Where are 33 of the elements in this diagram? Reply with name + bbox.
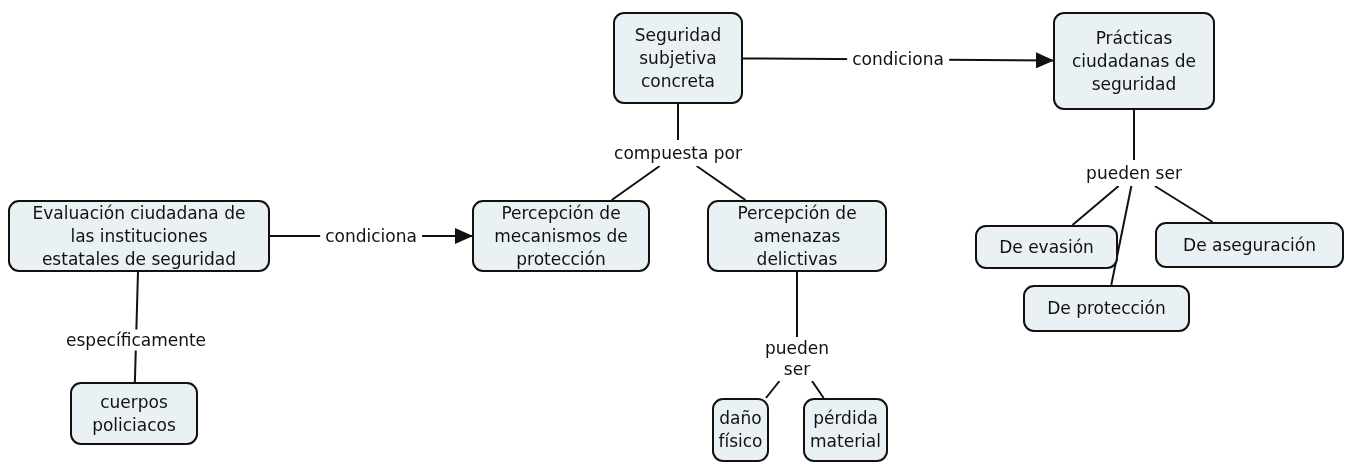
concept-box <box>712 398 769 462</box>
concept-box <box>803 398 888 462</box>
concept-text: daño físico <box>718 407 763 453</box>
concept-box <box>1053 12 1215 110</box>
connector-line <box>1110 185 1133 286</box>
concept-box <box>1023 285 1190 332</box>
concept-box <box>1155 222 1344 268</box>
linking-phrase: pueden ser <box>764 337 830 381</box>
concept-box <box>472 200 650 272</box>
concept-text: Seguridad subjetiva concreta <box>633 23 723 93</box>
concept-box <box>8 200 270 272</box>
concept-text: De protección <box>1047 297 1166 320</box>
connector-line <box>796 271 798 338</box>
concept-text: Prácticas ciudadanas de seguridad <box>1071 26 1197 96</box>
connector-line <box>610 165 661 201</box>
concept-box <box>70 382 198 445</box>
connector-line <box>764 380 781 399</box>
concept-text: pérdida material <box>810 407 881 453</box>
concept-text: Percepción de mecanismos de protección <box>493 201 629 271</box>
concept-text: De evasión <box>999 235 1094 259</box>
connector-line <box>1133 109 1135 161</box>
connector-line <box>1071 185 1120 226</box>
concept-text: cuerpos policiacos <box>91 390 177 437</box>
concept-box <box>975 225 1118 269</box>
connector-line <box>677 103 679 141</box>
concept-text: Percepción de amenazas delictivas <box>736 201 858 271</box>
connector-line <box>811 380 825 399</box>
concept-text: Evaluación ciudadana de las instituciones estatales de seguridad <box>31 201 247 271</box>
concept-box <box>613 12 743 104</box>
concept-text: De aseguración <box>1183 233 1316 257</box>
connector-line <box>1153 185 1214 223</box>
concept-box <box>707 200 887 272</box>
connector-line <box>695 165 747 201</box>
